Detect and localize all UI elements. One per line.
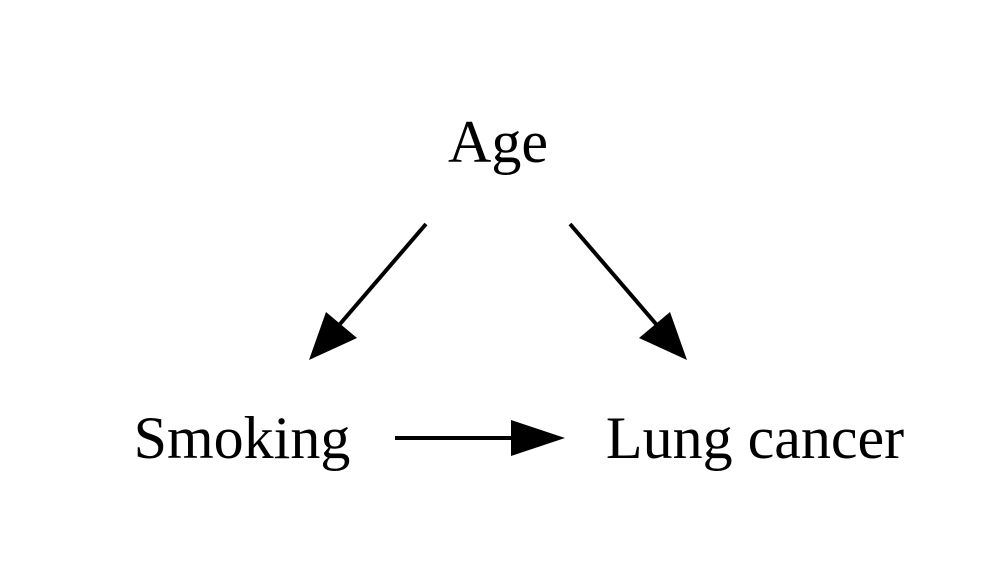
- arrowhead-icon: [309, 312, 357, 360]
- edge-age-to-smoking: [309, 222, 428, 360]
- edge-age-to-smoking-line: [338, 222, 428, 326]
- arrowhead-icon: [511, 420, 565, 456]
- arrowhead-icon: [639, 312, 687, 360]
- edge-age-to-lung-cancer: [568, 222, 687, 360]
- node-lung-cancer: Lung cancer: [606, 405, 904, 471]
- node-smoking: Smoking: [134, 405, 351, 471]
- node-age: Age: [448, 109, 548, 175]
- edge-age-to-lung-cancer-line: [568, 222, 658, 326]
- edge-smoking-to-lung-cancer: [395, 420, 565, 456]
